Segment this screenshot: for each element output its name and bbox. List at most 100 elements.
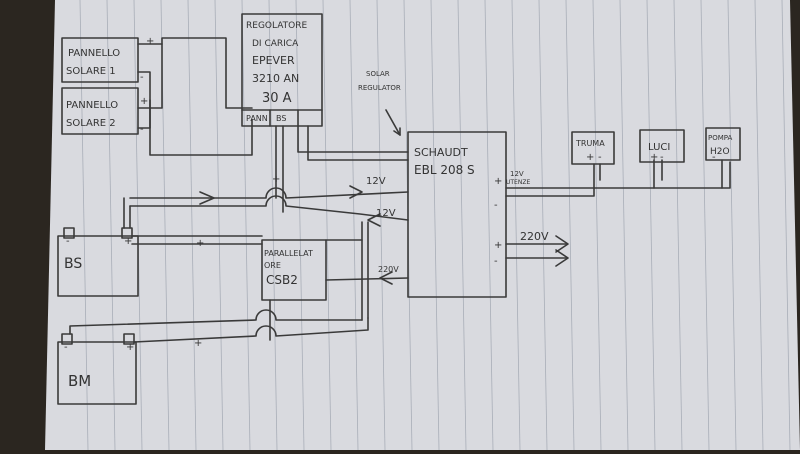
luci-minus-sign: -: [660, 152, 664, 163]
ruled-line: [295, 0, 305, 451]
panel-2-label-line1: PANNELLO: [66, 100, 118, 111]
ruled-line: [322, 0, 332, 451]
wire-label-12v-top: 12V: [366, 176, 386, 187]
ruled-line: [538, 0, 548, 451]
ruled-line: [187, 0, 197, 451]
labels: PANNELLO SOLARE 1 PANNELLO SOLARE 2 REGO…: [64, 21, 733, 390]
wire-label-220v-right: 220V: [520, 230, 549, 243]
ruled-line: [268, 0, 278, 451]
battery-bs-box: [57, 235, 139, 297]
bm-negative-wire: [133, 317, 369, 343]
battery-bm-label: BM: [68, 372, 91, 390]
ruled-line: [241, 0, 251, 451]
paralleler-label-line3: CSB2: [266, 273, 298, 287]
panel-1-label-line1: PANNELLO: [68, 48, 120, 59]
panel-2-label-line2: SOLARE 2: [66, 118, 116, 129]
panel-to-regulator-wire: [161, 37, 253, 109]
schaudt-label-line1: SCHAUDT: [414, 146, 468, 159]
ruled-lines: [79, 0, 791, 451]
ruled-line: [646, 0, 656, 451]
truma-minus-sign: -: [598, 152, 602, 163]
bm-positive-wire: [69, 309, 363, 335]
regulator-terminal-bs: BS: [276, 114, 286, 123]
ruled-line: [565, 0, 575, 451]
ruled-line: [106, 0, 116, 451]
paper-sheet: [45, 0, 800, 450]
ruled-line: [79, 0, 89, 451]
load-luci-label: LUCI: [648, 142, 670, 153]
paralleler-box: [261, 239, 327, 301]
load-truma-box: [571, 131, 615, 165]
ruled-line: [133, 0, 143, 451]
ruled-line: [511, 0, 521, 451]
panel-2-minus-sign: -: [140, 124, 144, 135]
schaudt-box: [407, 131, 507, 298]
truma-plus-sign: +: [586, 152, 594, 163]
ruled-line: [727, 0, 737, 451]
battery-bm-box: [57, 341, 137, 405]
battery-bs-plus-sign: +: [124, 236, 132, 247]
wire-label-220v-left: 220V: [378, 265, 399, 274]
panel-1-plus-sign: +: [146, 36, 154, 47]
schaudt-12v-minus-sign: -: [494, 200, 498, 211]
load-pompa-label-line2: H2O: [710, 147, 730, 157]
paralleler-label-line1: PARALLELAT: [264, 249, 313, 258]
regulator-box: [241, 13, 323, 127]
battery-bs-minus-sign: -: [66, 236, 70, 247]
load-truma-label: TRUMA: [575, 139, 605, 148]
load-luci-box: [639, 129, 685, 163]
schaudt-220v-plus-sign: +: [494, 240, 502, 251]
wire-label-12v-middle: 12V: [376, 208, 396, 219]
battery-bm-minus-sign: -: [64, 342, 68, 353]
regulator-label-line5: 30 A: [262, 91, 292, 106]
regulator-to-schaudt-wire: [297, 125, 409, 153]
ruled-line: [484, 0, 494, 451]
schaudt-220v-minus-sign: -: [494, 256, 498, 267]
bm-line-plus-sign: +: [194, 338, 202, 349]
panel-1-minus-sign: -: [140, 72, 144, 83]
load-pompa-label-line1: POMPA: [708, 134, 733, 142]
ruled-line: [214, 0, 224, 451]
wire-label-utenze: UTENZE: [506, 179, 530, 186]
bus-12v-middle: [129, 195, 409, 221]
pompa-minus-sign: -: [712, 152, 716, 163]
solar-panel-2-box: [61, 87, 139, 135]
schaudt-12v-plus-sign: +: [494, 176, 502, 187]
panel-1-label-line2: SOLARE 1: [66, 66, 116, 77]
ruled-line: [781, 0, 791, 451]
luci-plus-sign: +: [650, 152, 658, 163]
ruled-line: [619, 0, 629, 451]
solar-regulator-note-line2: REGULATOR: [358, 84, 401, 92]
ruled-line: [376, 0, 386, 451]
wire-label-12v-utenze: 12V: [510, 170, 524, 178]
bs-line-plus-sign: +: [196, 238, 204, 249]
ruled-line: [700, 0, 710, 451]
load-pompa-box: [705, 127, 741, 161]
panel-2-plus-sign: +: [140, 96, 148, 107]
ruled-line: [673, 0, 683, 451]
wires: [57, 13, 741, 405]
ruled-line: [457, 0, 467, 451]
regulator-bs-plus-sign: +: [272, 174, 280, 185]
load-bus-negative: [505, 163, 595, 197]
regulator-label-line3: EPEVER: [252, 54, 295, 67]
bus-12v-top: [129, 187, 409, 199]
ruled-line: [592, 0, 602, 451]
regulator-terminal-pann: PANN: [246, 114, 268, 123]
solar-note-arrow: [385, 109, 401, 136]
regulator-label-line2: DI CARICA: [252, 39, 299, 49]
solar-panel-1-box: [61, 37, 139, 83]
schaudt-label-line2: EBL 208 S: [414, 163, 475, 177]
ruled-line: [754, 0, 764, 451]
battery-bs-label: BS: [64, 256, 82, 272]
battery-bm-plus-sign: +: [126, 342, 134, 353]
regulator-label-line1: REGOLATORE: [246, 21, 308, 31]
ruled-line: [349, 0, 359, 451]
ruled-line: [430, 0, 440, 451]
paralleler-label-line2: ORE: [264, 261, 281, 270]
solar-regulator-note-line1: SOLAR: [366, 70, 390, 78]
regulator-label-line4: 3210 AN: [252, 72, 299, 85]
load-bus-positive: [505, 161, 731, 189]
